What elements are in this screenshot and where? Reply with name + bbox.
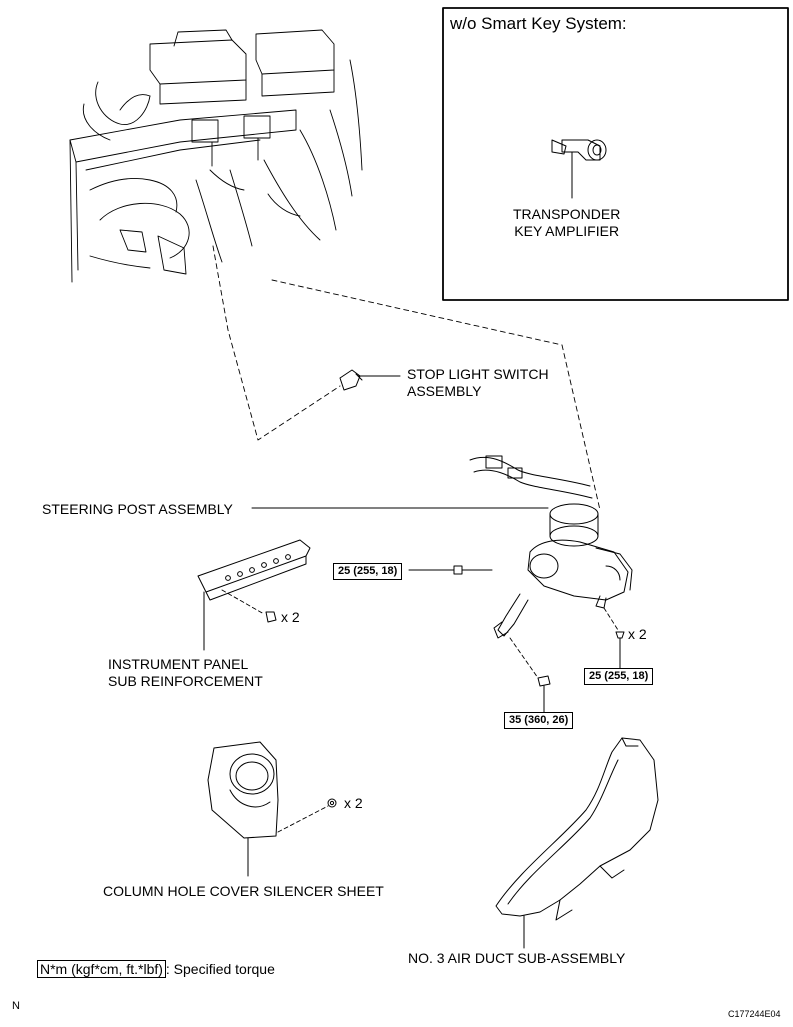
steering-fastener-leaders [509,607,619,679]
north-mark: N [12,1000,20,1012]
label-line: SUB REINFORCEMENT [108,673,263,689]
vehicle-dash-area-drawing [69,29,363,283]
label-line: STOP LIGHT SWITCH [407,366,549,382]
instrument-panel-sub-reinforcement-label: INSTRUMENT PANEL SUB REINFORCEMENT [108,656,263,690]
transponder-key-amplifier-label: TRANSPONDER KEY AMPLIFIER [513,206,620,240]
inset-frame [442,7,789,301]
stop-light-switch-drawing [339,369,401,391]
torque-legend: N*m (kgf*cm, ft.*lbf): Specified torque [37,960,275,978]
air-duct-drawing [495,737,659,949]
transponder-key-amplifier-drawing [551,139,607,199]
torque-spec-steering-post-bolt: 25 (255, 18) [333,563,403,580]
quantity-steering-nuts: x 2 [628,626,647,642]
torque-unit-box: N*m (kgf*cm, ft.*lbf) [37,960,166,978]
label-line: TRANSPONDER [513,206,621,222]
steering-fasteners [537,631,625,713]
label-line: STEERING POST ASSEMBLY [42,501,233,517]
label-line: INSTRUMENT PANEL [108,656,249,672]
label-line: COLUMN HOLE COVER SILENCER SHEET [103,883,384,899]
steering-post-assembly-drawing [251,455,633,639]
cover-clip [277,798,337,833]
label-line: KEY AMPLIFIER [514,223,620,239]
steering-post-assembly-label: STEERING POST ASSEMBLY [42,501,233,518]
torque-spec-shaft-bolt: 35 (360, 26) [504,712,574,729]
torque-legend-text: : Specified torque [165,961,275,977]
quantity-reinforcement-bolts: x 2 [281,609,300,625]
dash-leader-lines [212,245,601,511]
stop-light-switch-label: STOP LIGHT SWITCH ASSEMBLY [407,366,549,400]
figure-code: C177244E04 [728,1009,781,1019]
label-line: ASSEMBLY [407,383,482,399]
instrument-panel-sub-reinforcement-drawing [197,539,311,651]
label-line: NO. 3 AIR DUCT SUB-ASSEMBLY [408,950,626,966]
column-hole-cover-silencer-sheet-label: COLUMN HOLE COVER SILENCER SHEET [103,883,384,900]
column-hole-cover-silencer-sheet-drawing [207,741,279,877]
air-duct-label: NO. 3 AIR DUCT SUB-ASSEMBLY [408,950,625,967]
reinforcement-bolt [221,589,277,623]
inset-title: w/o Smart Key System: [450,14,627,33]
quantity-cover-clips: x 2 [344,795,363,811]
torque-spec-steering-post-nut: 25 (255, 18) [584,668,654,685]
